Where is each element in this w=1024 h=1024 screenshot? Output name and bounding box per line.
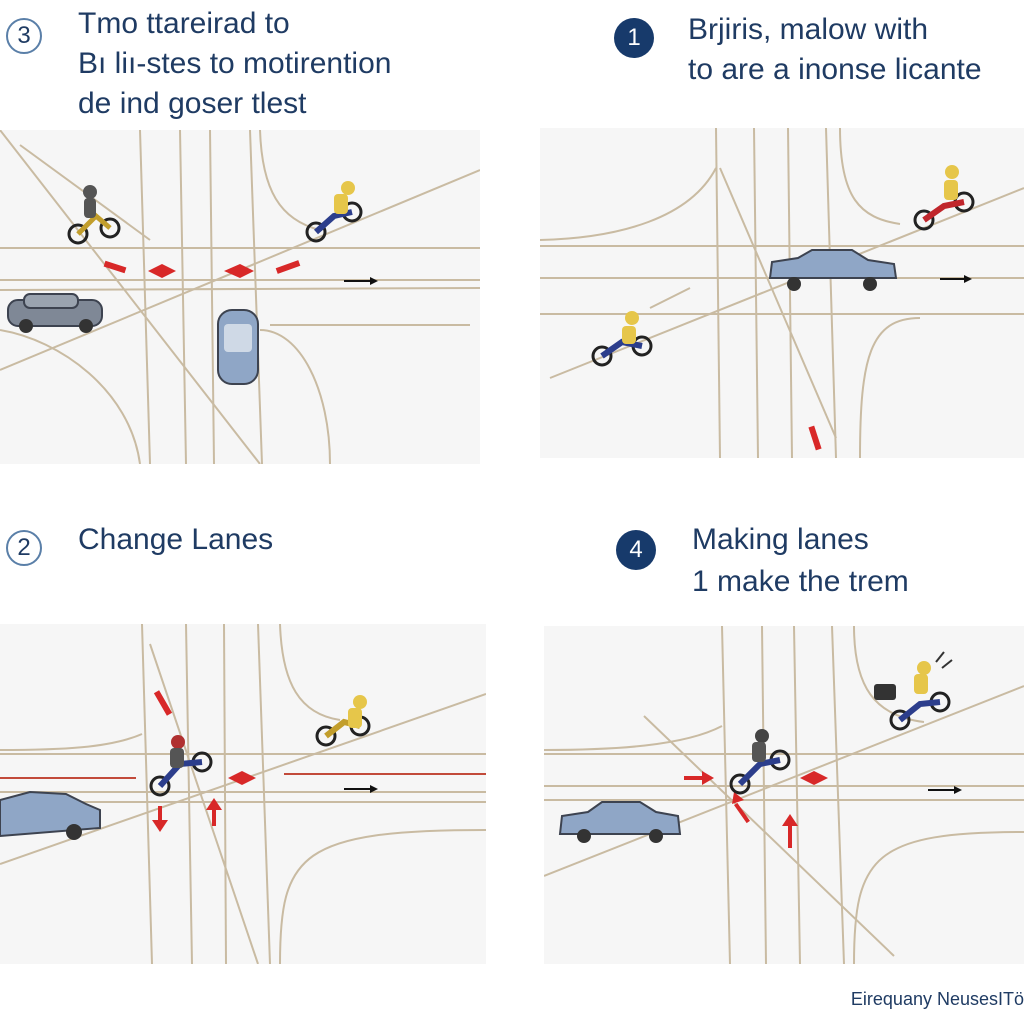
motorcycle-rider-icon: [913, 165, 975, 231]
panel-caption-line-2: Bı liı-stes to motirention: [78, 47, 392, 80]
panel-caption-line-2: 1 make the trem: [692, 565, 909, 598]
motorcycle-rider-icon: [67, 185, 121, 245]
motorcycle-rider-icon: [874, 651, 953, 731]
red-arrows: [152, 690, 256, 832]
motorcycle-rider-icon: [729, 729, 791, 795]
panel-caption-line-1: Change Lanes: [78, 523, 274, 556]
step-number-badge: 3: [6, 18, 42, 54]
motorcycle-rider-icon: [315, 695, 371, 747]
panel-caption-line-1: Tmo ttareirad to: [78, 7, 290, 40]
sedan-car-icon: [558, 801, 682, 843]
black-arrow: [928, 786, 962, 794]
motorcycle-rider-icon: [305, 181, 363, 243]
suv-car-icon: [7, 293, 103, 333]
intersection-map: [0, 624, 486, 964]
road-lines: [0, 624, 486, 964]
sedan-car-icon: [0, 790, 101, 840]
panel-top-right: 1 Brjiris, malow with to are a inonse li…: [512, 0, 1024, 512]
panel-caption-line-3: de ind goser tlest: [78, 87, 307, 120]
car-top-view-icon: [217, 309, 259, 385]
intersection-diagram: [544, 626, 1024, 964]
sedan-car-icon: [768, 249, 898, 291]
black-arrow: [940, 275, 972, 283]
red-arrows: [808, 425, 822, 451]
panel-caption-line-2: to are a inonse licante: [688, 53, 982, 86]
panel-bottom-left: 2 Change Lanes: [0, 512, 512, 1024]
black-arrow: [344, 277, 378, 285]
road-lines: [540, 128, 1024, 458]
panel-caption-line-1: Brjiris, malow with: [688, 13, 929, 46]
intersection-diagram: [0, 130, 480, 464]
road-lines: [544, 626, 1024, 964]
red-arrows: [103, 260, 301, 278]
intersection-diagram: [0, 624, 486, 964]
step-number-badge: 2: [6, 530, 42, 566]
panel-top-left: 3 Tmo ttareirad to Bı liı-stes to motire…: [0, 0, 512, 512]
step-number-badge: 1: [614, 18, 654, 58]
footer-credit: Eirequany NeusesITö: [850, 989, 1024, 1009]
intersection-diagram: [540, 128, 1024, 458]
red-arrows: [684, 771, 828, 848]
panel-caption-line-1: Making lanes: [692, 523, 869, 556]
intersection-map: [540, 128, 1024, 458]
intersection-map: [544, 626, 1024, 964]
intersection-map: [0, 130, 480, 464]
step-number-badge: 4: [616, 530, 656, 570]
panel-bottom-right: 4 Making lanes 1 make the trem: [512, 512, 1024, 1024]
motorcycle-rider-icon: [149, 735, 213, 797]
lane-lines-red: [0, 773, 486, 779]
black-arrow: [344, 785, 378, 793]
motorcycle-rider-icon: [591, 311, 653, 367]
